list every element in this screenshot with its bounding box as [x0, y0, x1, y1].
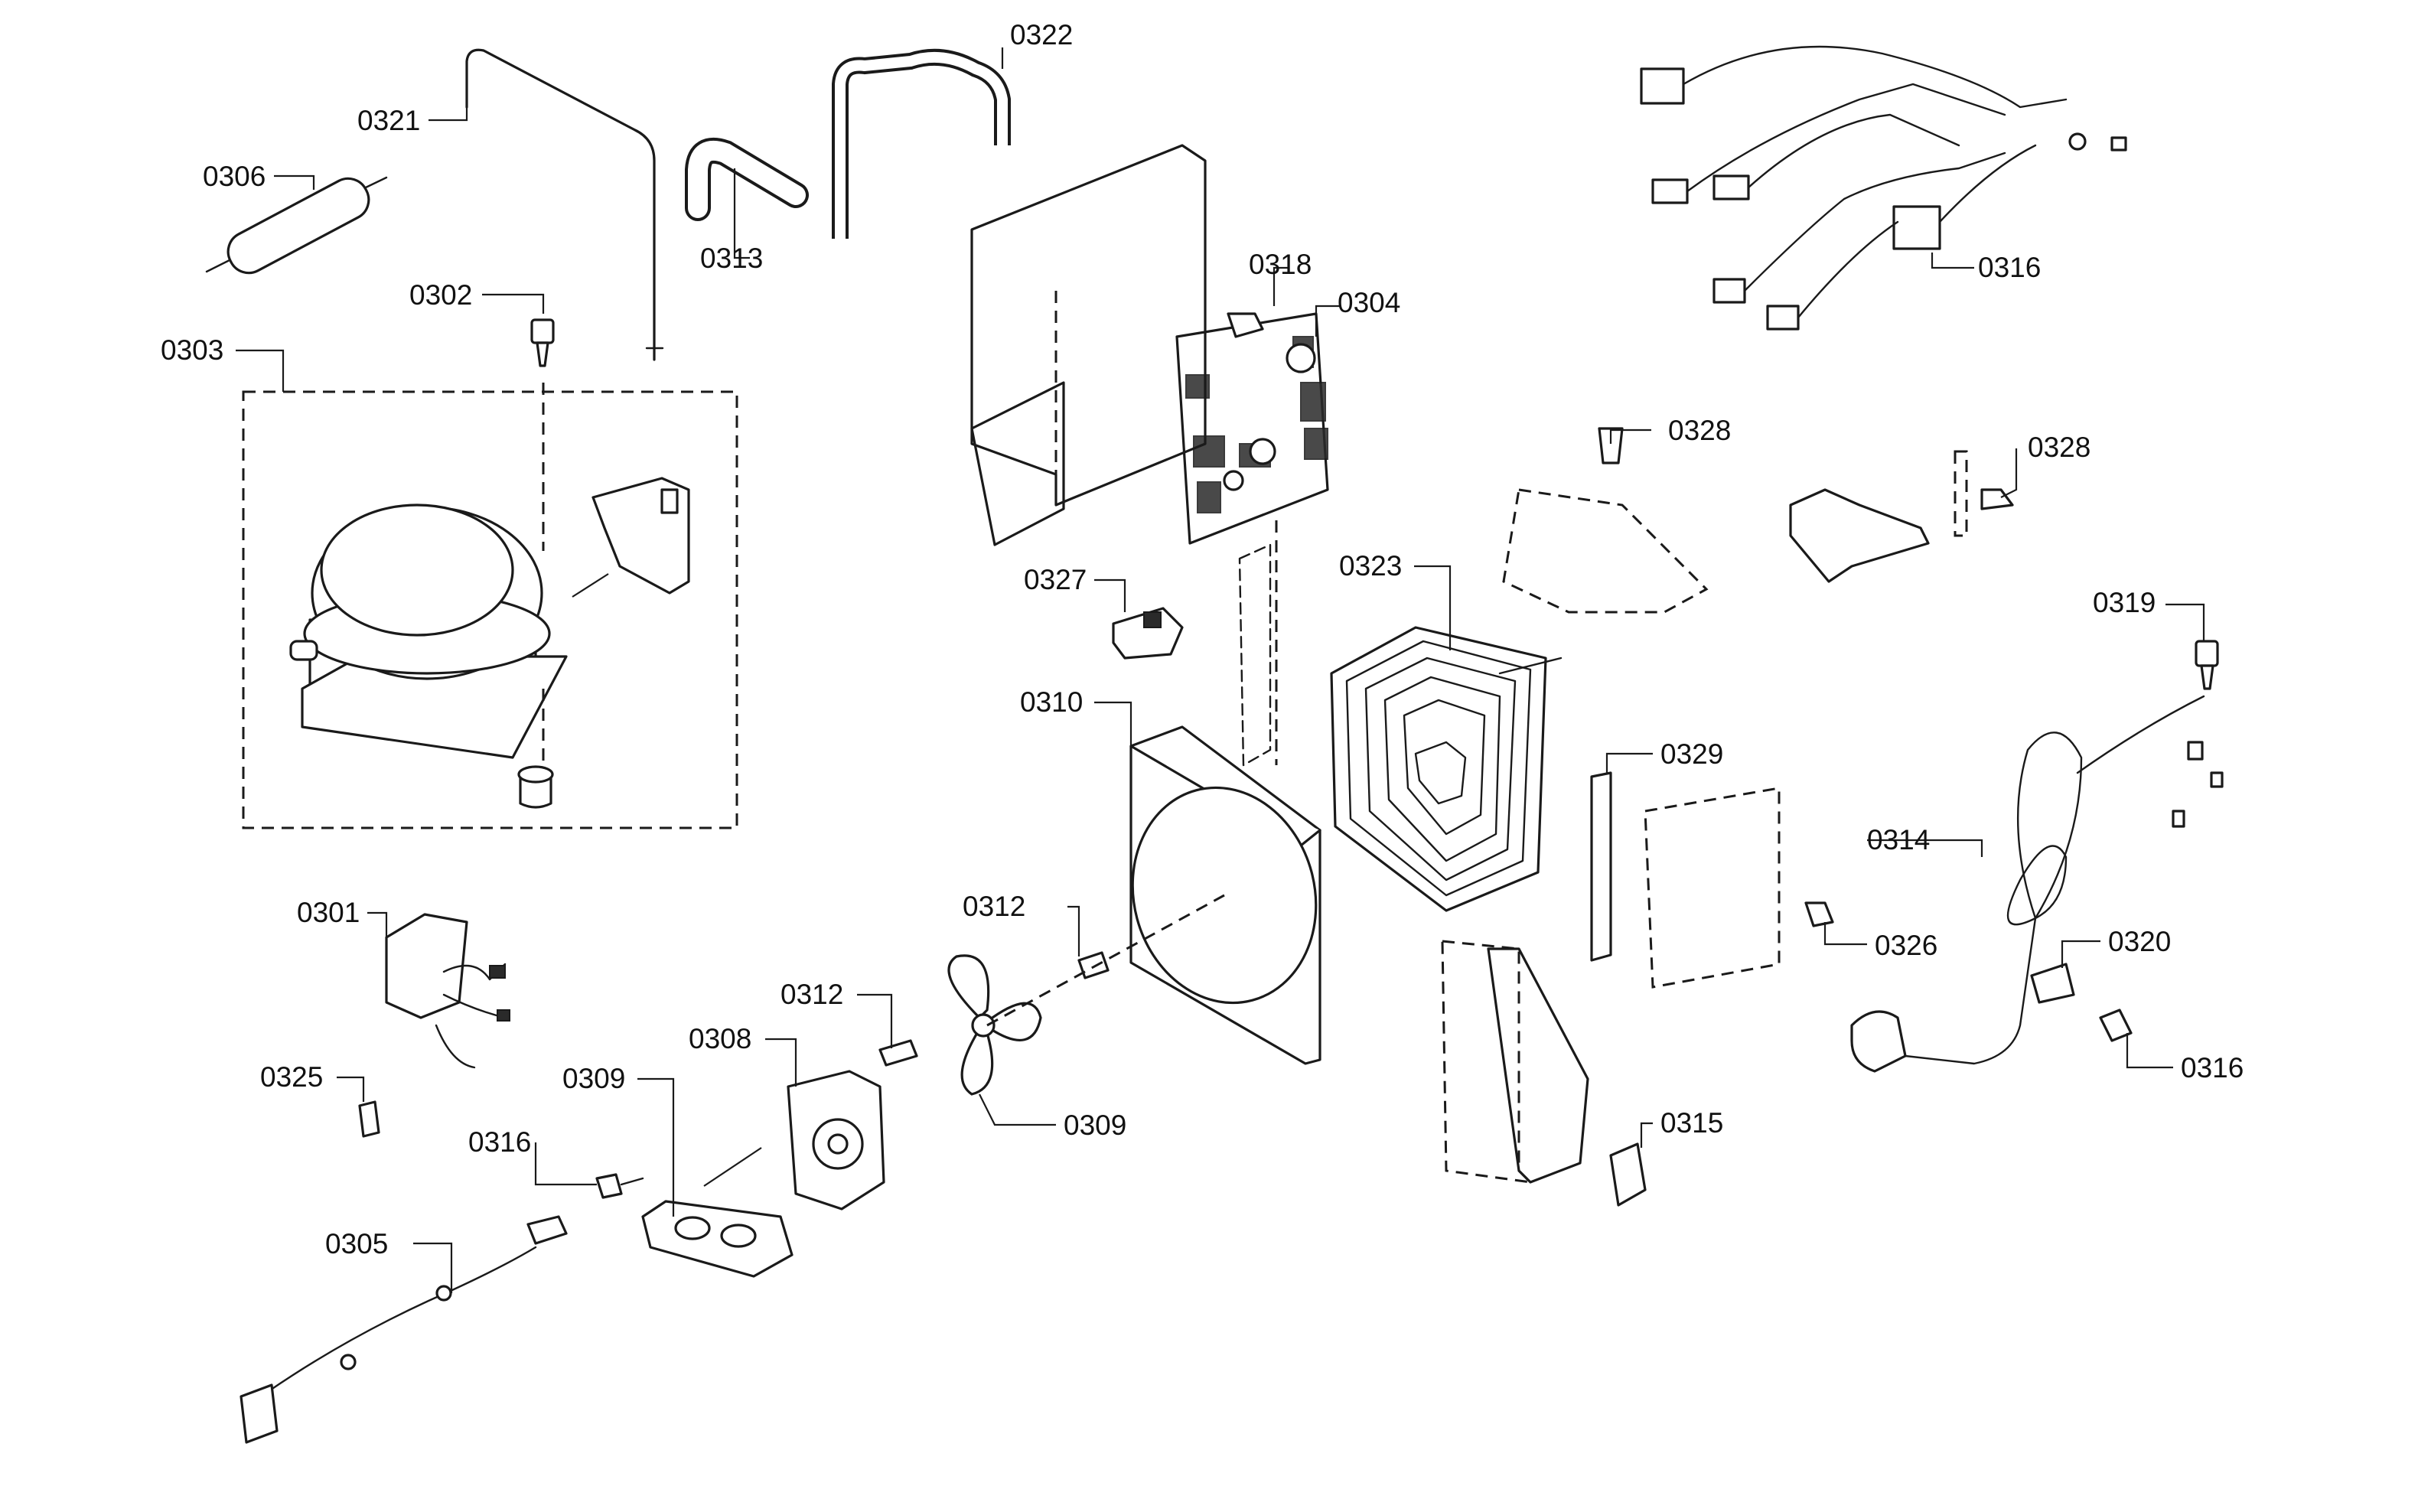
power-cord-0314-part	[1850, 695, 2224, 1073]
callout-0303: 0303	[161, 334, 223, 366]
callout-0316-b: 0316	[468, 1126, 531, 1158]
control-board-0304-part	[970, 312, 1329, 767]
tube-0322-part	[465, 48, 664, 361]
screw-0316-lower-part	[595, 1173, 644, 1199]
clamp-0321-part	[2030, 963, 2133, 1042]
callout-0328-a: 0328	[1668, 415, 1731, 446]
screw-0312-upper-part	[1077, 951, 1110, 979]
callout-0320: 0319	[2093, 587, 2156, 618]
cable-0305-part	[240, 1215, 568, 1444]
callout-0316-a: 0316	[1978, 252, 2041, 283]
callout-0312-b: 0312	[963, 891, 1025, 922]
callout-0305: 0305	[325, 1228, 388, 1259]
callout-0309-a: 0309	[562, 1063, 625, 1094]
u-tube-0323-part	[832, 48, 1011, 239]
callout-0319: 0316	[2181, 1052, 2244, 1083]
callout-0329: 0329	[1660, 738, 1723, 770]
callout-0310: 0310	[1020, 686, 1083, 718]
relay-0327-part	[1112, 607, 1184, 660]
callout-0324: 0323	[1339, 550, 1402, 582]
callout-0309-b: 0309	[1064, 1110, 1126, 1141]
elbow-tube-0313-part	[685, 137, 809, 221]
callout-0327: 0327	[1024, 564, 1087, 595]
fan-blade-0309-part	[947, 954, 1042, 1096]
motor-bracket-0309-part	[641, 1200, 794, 1278]
clip-0318-part	[1227, 312, 1264, 338]
compressor-assembly	[242, 383, 738, 829]
callout-0312-a: 0312	[780, 979, 843, 1010]
callout-0314: 0314	[1867, 824, 1930, 855]
callout-0304: 0304	[1338, 287, 1400, 318]
callout-0315: 0315	[1660, 1107, 1723, 1139]
callout-0328-b: 0328	[2028, 432, 2090, 463]
bracket-0328-right-part	[1789, 450, 2014, 583]
wiring-harness-0316-part	[1640, 45, 2127, 331]
strip-0329-part	[1590, 771, 1612, 962]
callout-0322: 0321	[357, 105, 420, 136]
callout-0313: 0313	[700, 243, 763, 274]
fan-motor-0308-part	[787, 1070, 885, 1211]
callout-0323: 0322	[1010, 19, 1073, 51]
module-0301-part	[385, 913, 510, 1069]
bracket-0315-part	[1441, 940, 1647, 1207]
callout-0326: 0326	[1875, 930, 1937, 961]
callout-0325: 0325	[260, 1061, 323, 1093]
screw-0312-part	[878, 1039, 918, 1067]
screw-0302-part	[530, 318, 555, 367]
callout-0306: 0306	[203, 161, 266, 192]
bracket-0328-center-part	[1502, 427, 1709, 614]
condenser-coil-0324-part	[1330, 626, 1563, 912]
filter-drier-part	[205, 176, 388, 275]
callout-leaders	[236, 47, 2205, 1293]
callout-0318: 0318	[1249, 249, 1312, 280]
callout-0302: 0302	[409, 279, 472, 311]
screw-0320-part	[2195, 640, 2219, 690]
callout-0308: 0308	[689, 1023, 751, 1054]
callout-0301: 0301	[297, 897, 360, 928]
callout-0321: 0320	[2108, 926, 2171, 957]
plate-0326-part	[1644, 787, 1834, 989]
back-panel-part	[970, 144, 1207, 507]
clip-0325-part	[358, 1100, 380, 1138]
callout-labels: 0321 0306 0313 0322 0302 0303 0318 0304 …	[161, 19, 2244, 1259]
